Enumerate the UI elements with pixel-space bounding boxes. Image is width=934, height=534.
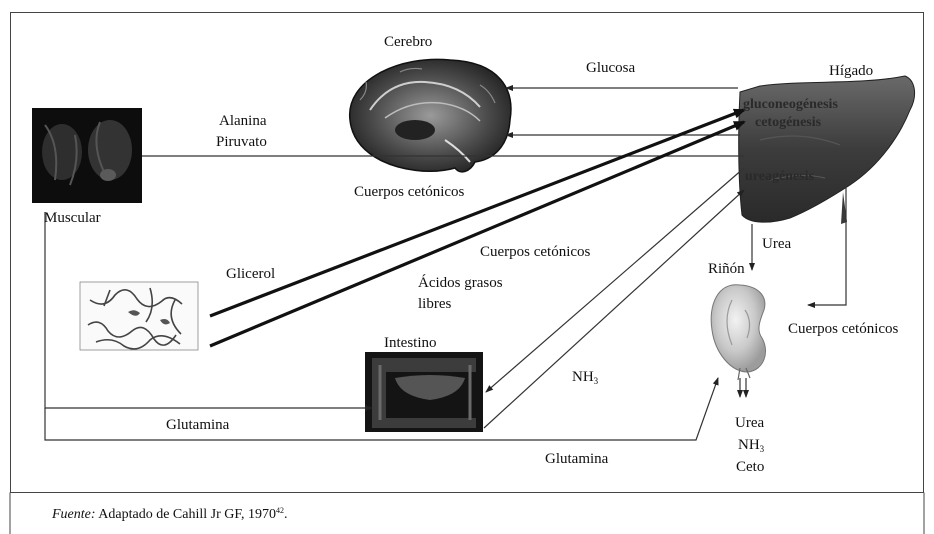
label-cerebro: Cerebro xyxy=(384,33,432,51)
caption-source-label: Fuente: xyxy=(52,507,96,522)
caption-end: . xyxy=(284,507,288,522)
label-nh3-mid: NH3 xyxy=(572,368,598,390)
label-higado: Hígado xyxy=(829,62,873,80)
label-gluconeogenesis: gluconeogénesis xyxy=(743,96,838,114)
label-glucosa: Glucosa xyxy=(586,59,635,77)
label-kidney-out-ceto: Ceto xyxy=(736,458,764,476)
label-cetogenesis: cetogénesis xyxy=(755,114,821,132)
caption-text: Adaptado de Cahill Jr GF, 1970 xyxy=(98,507,276,522)
label-acidos-grasos-2: libres xyxy=(418,295,451,313)
intestine-image xyxy=(365,352,483,432)
label-intestino: Intestino xyxy=(384,334,437,352)
kidney-out-nh3-sub: 3 xyxy=(760,444,765,454)
label-rinon: Riñón xyxy=(708,260,745,278)
label-kidney-out-nh3: NH3 xyxy=(738,436,764,458)
arrow-nh3 xyxy=(484,190,744,428)
nh3-mid-sub: 3 xyxy=(594,376,599,386)
kidney-image xyxy=(711,285,765,380)
nh3-mid-main: NH xyxy=(572,369,594,385)
label-muscular: Muscular xyxy=(44,209,101,227)
kidney-out-nh3-main: NH xyxy=(738,437,760,453)
muscle-image xyxy=(32,108,142,203)
label-cuerpos-cetonicos-mid: Cuerpos cetónicos xyxy=(480,243,590,261)
label-ureagenesis: ureagénesis xyxy=(745,168,814,186)
label-glutamina-left: Glutamina xyxy=(166,416,229,434)
caption-ref: 42 xyxy=(276,506,284,515)
arrow-cuerpos-cetonicos-intestine xyxy=(486,168,744,392)
label-cuerpos-cetonicos-brain: Cuerpos cetónicos xyxy=(354,183,464,201)
label-glicerol: Glicerol xyxy=(226,265,275,283)
label-piruvato: Piruvato xyxy=(216,133,267,151)
label-alanina: Alanina xyxy=(219,112,266,130)
label-glutamina-bottom: Glutamina xyxy=(545,450,608,468)
label-kidney-out-urea: Urea xyxy=(735,414,764,432)
adipose-image xyxy=(80,282,198,350)
figure-caption: Fuente: Adaptado de Cahill Jr GF, 197042… xyxy=(52,506,288,523)
label-cuerpos-cetonicos-right: Cuerpos cetónicos xyxy=(788,320,898,338)
brain-image xyxy=(350,59,511,171)
label-urea-arrow: Urea xyxy=(762,235,791,253)
label-acidos-grasos-1: Ácidos grasos xyxy=(418,274,503,292)
